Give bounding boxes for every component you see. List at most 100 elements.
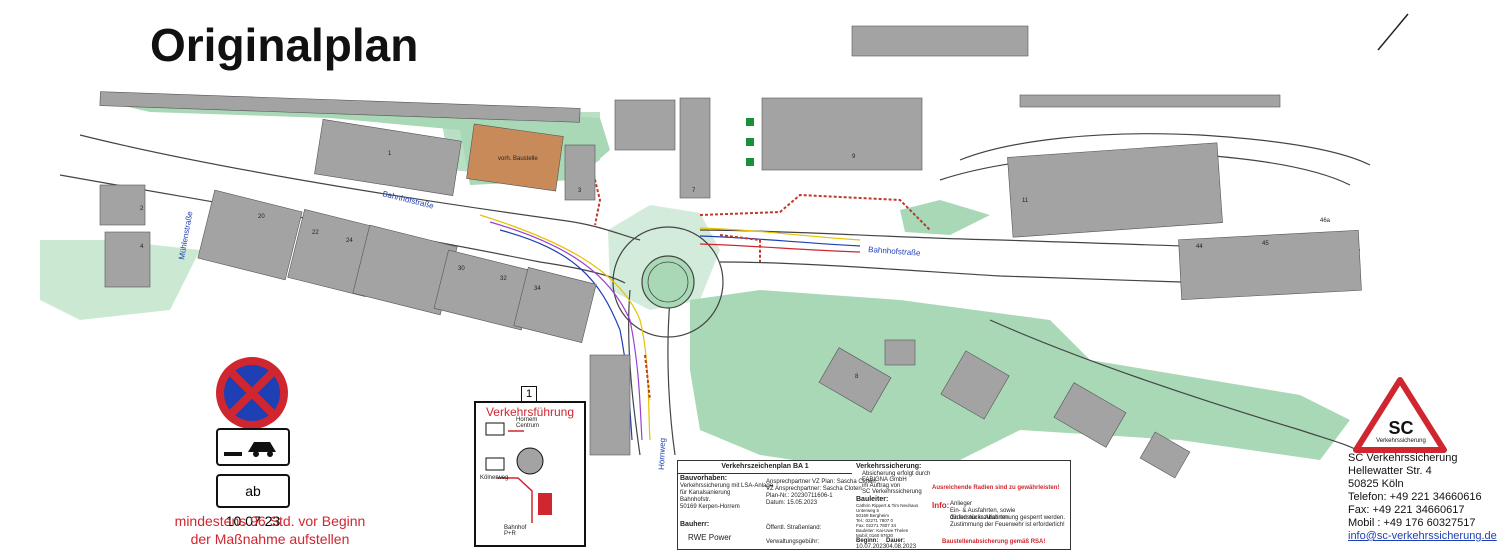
sc-logo-icon <box>1353 377 1447 453</box>
warning-line: mindestens 96 Std. vor Beginn <box>174 513 366 529</box>
building <box>818 347 892 413</box>
company-street: Hellewatter Str. 4 <box>1348 465 1432 477</box>
building-numbers: 1 2 3 4 7 8 9 11 20 22 24 30 32 34 44 45… <box>140 151 1331 380</box>
building <box>197 189 303 281</box>
building <box>99 91 581 123</box>
building-number: 8 <box>855 374 859 380</box>
inset-title: Verkehrsführung <box>485 405 575 419</box>
vehicle-tow-plate <box>216 428 290 466</box>
building-number: 32 <box>500 276 507 282</box>
building-number: 3 <box>578 188 582 194</box>
building-number: 2 <box>140 206 144 212</box>
datum: Datum: 15.05.2023 <box>766 500 818 506</box>
warning-line: der Maßnahme aufstellen <box>190 531 350 547</box>
building-number: 24 <box>346 238 353 244</box>
building <box>940 350 1010 420</box>
bauleiter-line: Unterweg 5 <box>856 508 880 513</box>
inset-label-west: Kölnerweg <box>480 475 509 481</box>
bauleiter-label: Bauleiter: <box>856 496 889 503</box>
bauleiter-line: Tel.: 02271 7807 0 <box>856 518 894 523</box>
plan-title: Verkehrszeichenplan BA 1 <box>678 461 852 474</box>
building <box>1139 431 1191 479</box>
verkehrssicherung-line: SC Verkehrssicherung <box>862 489 922 495</box>
company-email-link[interactable]: info@sc-verkehrssicherung.de <box>1348 530 1497 542</box>
roundabout <box>612 226 724 338</box>
green-markers <box>746 118 754 166</box>
inset-diagram <box>485 422 552 523</box>
street-label-hoernweg: Hörnweg <box>657 438 667 470</box>
info-line: Ein- & Ausfahrten, sowie Grundstückszufa… <box>950 508 1016 521</box>
verkehrssicherung-line: im Auftrag von <box>862 483 901 489</box>
building-number: 7 <box>692 188 696 194</box>
building <box>314 119 462 196</box>
building <box>1019 94 1281 108</box>
building <box>1007 142 1223 238</box>
building <box>564 144 596 201</box>
bauvorhaben-line: für Kanalsanierung <box>680 490 731 496</box>
bauvorhaben-line: Verkehrssicherung mit LSA-Anlage <box>680 483 774 489</box>
dauer-label: Dauer: <box>886 538 906 544</box>
building <box>851 25 1029 57</box>
rsa-note: Baustellenabsicherung gemäß RSA! <box>942 539 1046 545</box>
radien-note: Ausreichende Radien sind zu gewährleiste… <box>932 485 1060 491</box>
verkehrssicherung-line: FABIGNA GmbH <box>862 477 907 483</box>
beginn-label: Beginn: <box>856 538 879 544</box>
info-label: Info: <box>932 501 950 510</box>
buildings <box>99 25 1362 479</box>
verwaltungsgebuehr: Verwaltungsgebühr: <box>766 539 820 545</box>
building-number: 4 <box>140 244 144 250</box>
building-number: 1 <box>388 151 392 157</box>
bauleiter-line: Mobil: 0160 97630 <box>856 533 894 538</box>
inset-label-station: Bahnhof P+R <box>504 525 527 537</box>
plan-nr: Plan-Nr.: 20230711606-1 <box>766 493 833 499</box>
no-stopping-sign <box>216 357 288 429</box>
green-area-south <box>690 290 1350 470</box>
building <box>513 267 597 343</box>
ansprech: Ansprechpartner VZ Plan: Sascha Cloten <box>766 479 876 485</box>
bauleiter-line: Cathrin Rippert & Tim Neuhaus <box>856 503 919 508</box>
company-fax: Fax: +49 221 34660617 <box>1348 504 1465 516</box>
building-number: 30 <box>458 266 465 272</box>
sign-warning-text: mindestens 96 Std. vor Beginn der Maßnah… <box>150 512 390 548</box>
building <box>761 97 923 171</box>
construction-site-label: vorh. Baustelle <box>498 156 538 162</box>
beginn-value: 10.07.2023 <box>856 544 887 550</box>
company-name: SC Verkehrssicherung <box>1348 452 1458 464</box>
building-number: 34 <box>534 286 541 292</box>
north-arrow-icon <box>1377 13 1409 51</box>
vz-ansprech: VZ Ansprechpartner: Sascha Cloten <box>766 486 862 492</box>
company-contact: SC Verkehrssicherung Hellewatter Str. 4 … <box>1348 452 1497 543</box>
tow-car-icon <box>224 442 276 457</box>
company-mobile: Mobil : +49 176 60327517 <box>1348 517 1476 529</box>
verkehrssicherung-label: Verkehrssicherung: <box>856 463 922 470</box>
bauleiter-line: Bauleiter: Kai-Uwe Thelen <box>856 528 909 533</box>
title-block: Verkehrszeichenplan BA 1 Bauvorhaben: Ve… <box>677 460 1071 550</box>
company-phone: Telefon: +49 221 34660616 <box>1348 491 1482 503</box>
construction-fences <box>589 159 931 401</box>
green-area-east <box>900 200 990 235</box>
verkehrssicherung-line: Absicherung erfolgt durch <box>862 471 931 477</box>
inset-label-center: Hornem Centrum <box>516 417 540 429</box>
page-title: Originalplan <box>150 19 419 71</box>
building <box>884 339 916 366</box>
building <box>99 184 146 226</box>
bauherr-value: RWE Power <box>688 533 732 542</box>
building <box>1178 230 1362 300</box>
oeffentlich: Öffentl. Straßenland: <box>766 525 822 531</box>
building-number: 44 <box>1196 244 1203 250</box>
building-number: 22 <box>312 230 319 236</box>
company-city: 50825 Köln <box>1348 478 1404 490</box>
sc-logo-subtext: Verkehrssicherung <box>1376 438 1426 444</box>
building-number: 45 <box>1262 241 1269 247</box>
bauvorhaben-label: Bauvorhaben: <box>680 475 728 482</box>
inset-number: 1 <box>521 386 537 402</box>
info-line: Anlieger <box>950 501 973 507</box>
street-label-bahnhofstrasse-east: Bahnhofstraße <box>868 245 922 258</box>
date-plate: ab 10.07.23 <box>216 474 290 529</box>
bauvorhaben-line: Bahnhofstr. <box>680 497 711 503</box>
routing-inset: Verkehrsführung Hornem Centrum Kölnerweg… <box>474 401 586 547</box>
street-label-bahnhofstrasse-west: Bahnhofstraße <box>382 189 436 211</box>
building-number: 11 <box>1022 198 1029 204</box>
sc-logo-text: SC <box>1388 418 1414 438</box>
